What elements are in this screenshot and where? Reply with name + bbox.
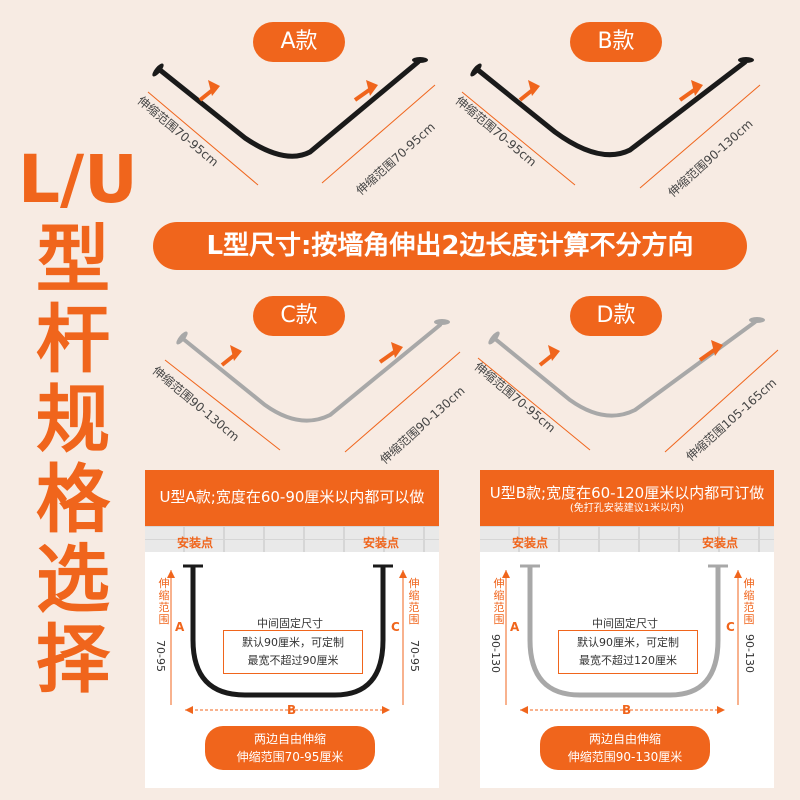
brick-wall <box>480 526 774 552</box>
title-char: 格 <box>36 457 110 543</box>
bottom-line-2: 伸缩范围90-130厘米 <box>567 750 683 764</box>
panel-u-b: U型B款;宽度在60-120厘米以内都可订做 (免打孔安装建议1米以内) 安装点… <box>480 470 774 788</box>
mid-title: 中间固定尺寸 <box>592 617 658 630</box>
side-label-left: 伸缩范围 <box>493 577 505 626</box>
mid-line-2: 最宽不超过90厘米 <box>247 654 339 667</box>
mid-line-1: 默认90厘米，可定制 <box>577 636 679 649</box>
l-shape-banner: L型尺寸:按墙角伸出2边长度计算不分方向 <box>153 222 747 270</box>
bottom-line-1: 两边自由伸缩 <box>253 732 326 746</box>
dimension-a: A <box>510 620 520 634</box>
dimension-a: A <box>175 620 185 634</box>
title-char: 选 <box>36 537 110 623</box>
dimension-c: C <box>391 620 400 634</box>
model-c-label: C款 <box>253 296 345 336</box>
mid-info: 默认90厘米，可定制 最宽不超过120厘米 <box>558 630 698 674</box>
bottom-info: 两边自由伸缩 伸缩范围90-130厘米 <box>540 726 710 770</box>
panel-u-a: U型A款;宽度在60-90厘米以内都可以做 安装点 安装点 伸缩范围 伸缩范围 … <box>145 470 439 788</box>
title-char: 型 <box>36 217 110 303</box>
mid-info: 默认90厘米，可定制 最宽不超过90厘米 <box>223 630 363 674</box>
panel-u-b-title: U型B款;宽度在60-120厘米以内都可订做 <box>489 484 765 502</box>
side-range-left: 90-130 <box>489 634 502 673</box>
model-a-label: A款 <box>253 22 345 62</box>
side-label-right: 伸缩范围 <box>743 577 755 626</box>
title-char: 杆 <box>36 297 110 383</box>
title-char: L/U <box>18 141 138 218</box>
mid-line-1: 默认90厘米，可定制 <box>242 636 344 649</box>
vertical-title: L/U 型 杆 规 格 选 择 <box>18 140 138 703</box>
side-range-left: 70-95 <box>154 640 167 672</box>
side-range-right: 70-95 <box>408 640 421 672</box>
title-char: 规 <box>36 377 110 463</box>
install-point-right: 安装点 <box>702 536 739 550</box>
install-point-left: 安装点 <box>177 536 214 550</box>
u-rod-black <box>167 564 407 714</box>
install-point-right: 安装点 <box>363 536 400 550</box>
bottom-line-2: 伸缩范围70-95厘米 <box>236 750 344 764</box>
dimension-b: B <box>622 703 632 717</box>
bottom-line-1: 两边自由伸缩 <box>588 732 661 746</box>
brick-wall <box>145 526 439 552</box>
dimension-b: B <box>287 703 297 717</box>
panel-u-b-subtitle: (免打孔安装建议1米以内) <box>569 503 685 514</box>
side-label-left: 伸缩范围 <box>158 577 170 626</box>
mid-line-2: 最宽不超过120厘米 <box>579 654 677 667</box>
install-point-left: 安装点 <box>512 536 549 550</box>
u-rod-steel <box>502 564 742 714</box>
title-char: 择 <box>36 617 110 703</box>
side-range-right: 90-130 <box>743 634 756 673</box>
dimension-c: C <box>726 620 735 634</box>
panel-u-a-header: U型A款;宽度在60-90厘米以内都可以做 <box>145 470 439 526</box>
side-label-right: 伸缩范围 <box>408 577 420 626</box>
bottom-info: 两边自由伸缩 伸缩范围70-95厘米 <box>205 726 375 770</box>
panel-u-a-title: U型A款;宽度在60-90厘米以内都可以做 <box>159 488 425 506</box>
model-d-label: D款 <box>570 296 662 336</box>
model-b-label: B款 <box>570 22 662 62</box>
mid-title: 中间固定尺寸 <box>257 617 323 630</box>
panel-u-b-header: U型B款;宽度在60-120厘米以内都可订做 (免打孔安装建议1米以内) <box>480 470 774 526</box>
